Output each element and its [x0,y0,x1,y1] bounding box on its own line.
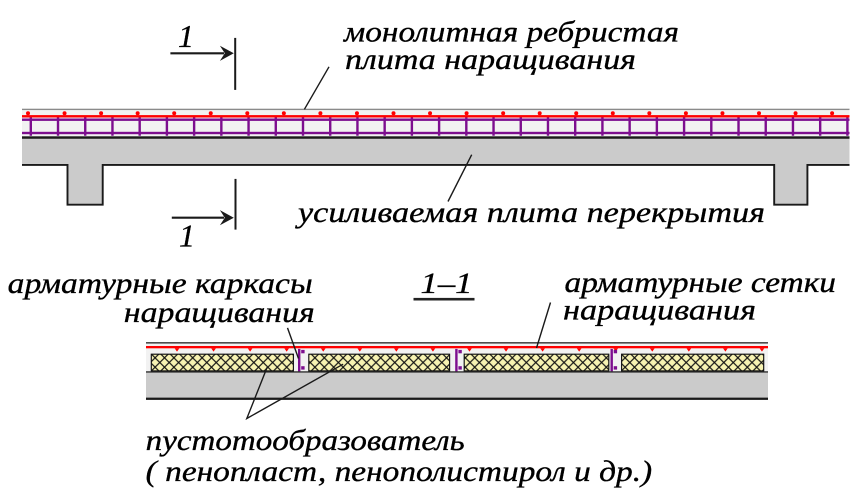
svg-text:1–1: 1–1 [421,267,473,300]
svg-text:монолитная ребристая: монолитная ребристая [343,15,679,48]
svg-text:арматурные сетки: арматурные сетки [565,266,837,299]
svg-text:1: 1 [178,18,194,54]
svg-text:арматурные каркасы: арматурные каркасы [8,267,313,300]
svg-text:усиливаемая плита перекрытия: усиливаемая плита перекрытия [295,196,765,229]
svg-text:наращивания: наращивания [124,296,315,329]
svg-text:( пенопласт, пенополистирол и: ( пенопласт, пенополистирол и др.) [146,455,653,488]
svg-text:наращивания: наращивания [563,294,756,327]
svg-text:пустотообразователь: пустотообразователь [146,424,465,457]
svg-text:1: 1 [179,218,195,254]
svg-text:плита наращивания: плита наращивания [345,43,636,76]
